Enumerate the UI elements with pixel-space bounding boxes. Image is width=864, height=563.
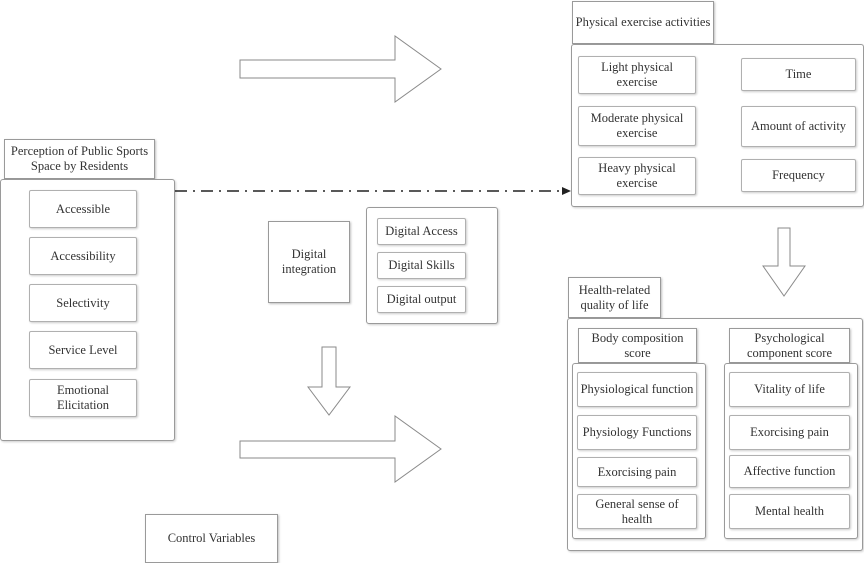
perception-item-label: Accessibility	[50, 248, 116, 263]
exercise-measure-label: Frequency	[772, 168, 825, 182]
body-item-physiology-functions: Physiology Functions	[577, 415, 697, 450]
digital-item-label: Digital Skills	[388, 258, 455, 272]
body-item-physiological-function: Physiological function	[577, 372, 697, 407]
psych-item-affective-function: Affective function	[729, 455, 850, 488]
perception-item-emotional-elicitation: Emotional Elicitation	[29, 379, 137, 417]
arrow-perception-to-health	[239, 415, 442, 483]
psych-item-label: Affective function	[743, 464, 836, 478]
health-quality-title: Health-related quality of life	[568, 277, 661, 318]
perception-item-selectivity: Selectivity	[29, 284, 137, 322]
perception-title: Perception of Public Sports Space by Res…	[4, 139, 155, 179]
body-item-exorcising-pain: Exorcising pain	[577, 457, 697, 487]
perception-item-label: Service Level	[48, 342, 118, 357]
digital-integration-title-text: Digital integration	[281, 247, 337, 276]
exercise-measure-time: Time	[741, 58, 856, 91]
perception-item-label: Selectivity	[56, 295, 110, 310]
exercise-measure-frequency: Frequency	[741, 159, 856, 192]
exercise-level-label: Moderate physical exercise	[590, 111, 684, 140]
body-item-label: Exorcising pain	[597, 464, 677, 479]
perception-item-service-level: Service Level	[29, 331, 137, 369]
perception-item-label: Accessible	[55, 201, 111, 216]
psych-item-vitality-of-life: Vitality of life	[729, 372, 850, 407]
control-variables-box: Control Variables	[145, 514, 278, 563]
arrow-exercise-to-health	[762, 227, 806, 297]
exercise-level-heavy: Heavy physical exercise	[578, 157, 696, 195]
digital-item-label: Digital Access	[385, 224, 458, 238]
digital-item-output: Digital output	[377, 286, 466, 313]
exercise-measure-label: Time	[785, 67, 812, 81]
psychological-title: Psychological component score	[729, 328, 850, 363]
perception-title-text: Perception of Public Sports Space by Res…	[10, 144, 149, 173]
psych-item-exorcising-pain: Exorcising pain	[729, 415, 850, 450]
perception-item-label: Emotional Elicitation	[56, 383, 110, 412]
control-variables-text: Control Variables	[167, 531, 256, 545]
body-item-label: Physiology Functions	[582, 425, 692, 439]
arrow-digital-down	[307, 346, 351, 416]
psych-item-label: Vitality of life	[754, 382, 825, 396]
exercise-level-moderate: Moderate physical exercise	[578, 106, 696, 146]
digital-item-label: Digital output	[386, 292, 457, 306]
body-composition-title-text: Body composition score	[591, 330, 684, 360]
digital-integration-title: Digital integration	[268, 221, 350, 303]
body-item-label: Physiological function	[580, 382, 694, 396]
psych-item-label: Exorcising pain	[750, 425, 829, 439]
exercise-level-label: Heavy physical exercise	[598, 161, 676, 190]
exercise-measure-amount: Amount of activity	[741, 106, 856, 147]
digital-item-skills: Digital Skills	[377, 252, 466, 279]
body-composition-title: Body composition score	[578, 328, 697, 363]
psych-item-mental-health: Mental health	[729, 494, 850, 529]
exercise-measure-label: Amount of activity	[750, 119, 847, 133]
exercise-level-light: Light physical exercise	[578, 56, 696, 94]
physical-exercise-title: Physical exercise activities	[572, 1, 714, 44]
body-item-general-sense-of-health: General sense of health	[577, 494, 697, 529]
perception-item-accessible: Accessible	[29, 190, 137, 228]
exercise-level-label: Light physical exercise	[601, 60, 673, 89]
psychological-title-text: Psychological component score	[746, 330, 833, 360]
digital-item-access: Digital Access	[377, 218, 466, 245]
perception-item-accessibility: Accessibility	[29, 237, 137, 275]
health-quality-title-text: Health-related quality of life	[578, 282, 651, 312]
body-item-label: General sense of health	[595, 496, 679, 526]
physical-exercise-title-text: Physical exercise activities	[575, 15, 711, 29]
dash-dot-arrowhead	[562, 187, 571, 195]
arrow-perception-to-exercise	[239, 35, 442, 103]
psych-item-label: Mental health	[754, 504, 825, 518]
